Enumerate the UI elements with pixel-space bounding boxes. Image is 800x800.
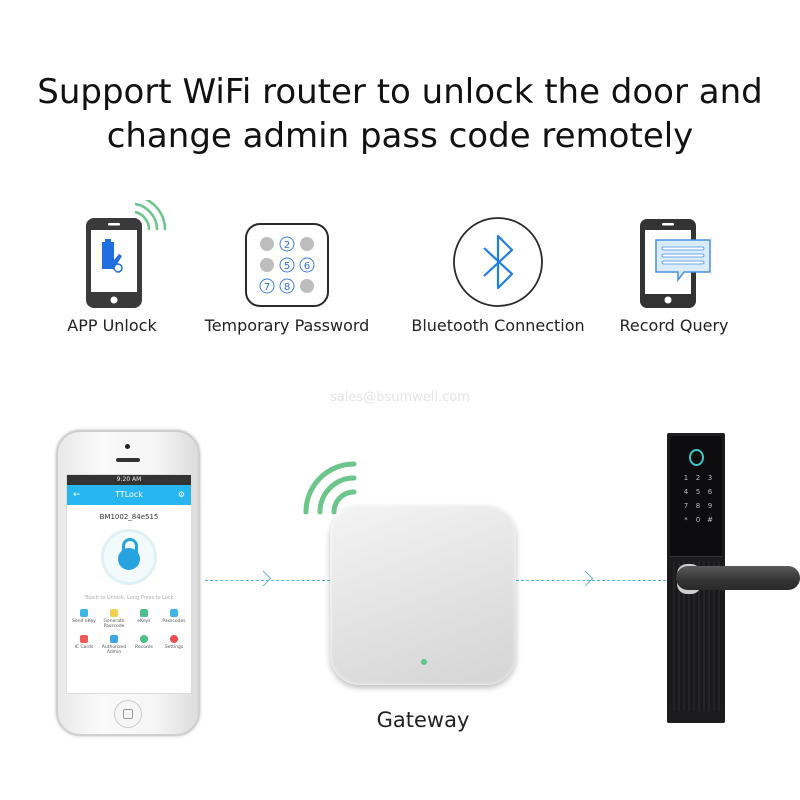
- app-title: TTLock: [115, 490, 143, 499]
- svg-text:5: 5: [284, 261, 290, 272]
- lock-keypad-panel: 1 2 3 4 5 6 7 8 9 * 0 #: [670, 436, 722, 557]
- menu-generate-passcode[interactable]: Generate Passcode: [99, 609, 129, 629]
- menu-label: IC Cards: [74, 645, 94, 650]
- feature-record-query: Record Query: [584, 200, 764, 335]
- feature-label: Record Query: [619, 316, 729, 335]
- fingerprint-sensor-icon: [689, 449, 704, 466]
- menu-label: Generate Passcode: [103, 619, 125, 629]
- key: 0: [695, 516, 701, 524]
- padlock-icon: [118, 548, 140, 570]
- phone-message-icon: [584, 200, 764, 312]
- menu-passcodes[interactable]: Passcodes: [159, 609, 189, 629]
- headline: Support WiFi router to unlock the door a…: [0, 70, 800, 158]
- key: 8: [695, 502, 701, 510]
- menu-label: eKeys: [137, 619, 151, 624]
- feature-label: Bluetooth Connection: [411, 316, 585, 335]
- menu-ekeys[interactable]: eKeys: [129, 609, 159, 629]
- menu-label: Send eKey: [72, 619, 96, 624]
- bluetooth-icon: [408, 200, 588, 312]
- key: 5: [695, 488, 701, 496]
- home-button: [114, 700, 142, 728]
- settings-icon[interactable]: ⚙: [177, 490, 185, 499]
- records-icon: [140, 635, 148, 643]
- key: #: [707, 516, 713, 524]
- gateway-label: Gateway: [376, 708, 470, 732]
- settings-gear-icon: [170, 635, 178, 643]
- speaker-slot: [116, 458, 140, 462]
- feature-app-unlock: APP Unlock: [22, 194, 202, 335]
- app-menu-grid: Send eKey Generate Passcode eKeys Passco…: [67, 609, 191, 655]
- key: 4: [683, 488, 689, 496]
- menu-label: Settings: [164, 645, 184, 650]
- menu-send-ekey[interactable]: Send eKey: [69, 609, 99, 629]
- door-handle: [676, 566, 800, 590]
- svg-text:2: 2: [284, 240, 290, 251]
- svg-text:6: 6: [304, 261, 310, 272]
- svg-text:8: 8: [284, 282, 290, 293]
- feature-bluetooth-connection: Bluetooth Connection: [408, 200, 588, 335]
- unlock-button[interactable]: [101, 529, 157, 585]
- key: 6: [707, 488, 713, 496]
- back-arrow-icon[interactable]: ←: [73, 490, 81, 500]
- app-screen: 9:20 AM ← TTLock ⚙ BM1002_84e515 Touch t…: [66, 474, 192, 694]
- keypad-icon: 2 5 6 7 8: [197, 200, 377, 312]
- smartphone: 9:20 AM ← TTLock ⚙ BM1002_84e515 Touch t…: [56, 430, 200, 736]
- watermark: sales@bsumwell.com: [330, 390, 470, 405]
- key: *: [684, 516, 688, 524]
- key: 2: [695, 474, 701, 482]
- padlock-shackle: [122, 538, 138, 553]
- key: 3: [707, 474, 713, 482]
- status-time: 9:20 AM: [116, 476, 142, 483]
- dashed-connector-right: [516, 580, 666, 581]
- menu-authorized-admin[interactable]: Authorized Admin: [99, 635, 129, 655]
- menu-label: Passcodes: [162, 619, 186, 624]
- wifi-signal-icon: [303, 461, 357, 515]
- send-ekey-icon: [80, 609, 88, 617]
- menu-records[interactable]: Records: [129, 635, 159, 655]
- key: 9: [707, 502, 713, 510]
- arrow-right-icon: [255, 570, 272, 587]
- passcodes-icon: [170, 609, 178, 617]
- menu-settings[interactable]: Settings: [159, 635, 189, 655]
- device-name: BM1002_84e515: [99, 513, 159, 521]
- headline-line-2: change admin pass code remotely: [106, 116, 694, 156]
- feature-label: Temporary Password: [204, 316, 370, 335]
- passcode-icon: [110, 609, 118, 617]
- menu-label: Authorized Admin: [101, 645, 127, 655]
- gateway-led: [421, 659, 427, 665]
- lock-keypad: 1 2 3 4 5 6 7 8 9 * 0 #: [680, 474, 716, 524]
- status-bar: 9:20 AM: [67, 475, 191, 485]
- menu-ic-cards[interactable]: IC Cards: [69, 635, 99, 655]
- app-bar: ← TTLock ⚙: [67, 485, 191, 505]
- gateway-device: [330, 505, 516, 685]
- camera-dot: [125, 444, 130, 449]
- feature-temporary-password: 2 5 6 7 8 Temporary Password: [197, 200, 377, 335]
- unlock-hint: Touch to Unlock, Long Press to Lock: [84, 595, 174, 601]
- svg-text:7: 7: [264, 282, 270, 293]
- admin-icon: [110, 635, 118, 643]
- menu-label: Records: [135, 645, 153, 650]
- dashed-connector-left: [205, 580, 330, 581]
- ekeys-icon: [140, 609, 148, 617]
- key: 7: [683, 502, 689, 510]
- ic-cards-icon: [80, 635, 88, 643]
- key: 1: [683, 474, 689, 482]
- headline-line-1: Support WiFi router to unlock the door a…: [37, 72, 763, 112]
- arrow-right-icon: [577, 570, 594, 587]
- phone-hand-key-icon: [22, 194, 202, 312]
- feature-label: APP Unlock: [67, 316, 157, 335]
